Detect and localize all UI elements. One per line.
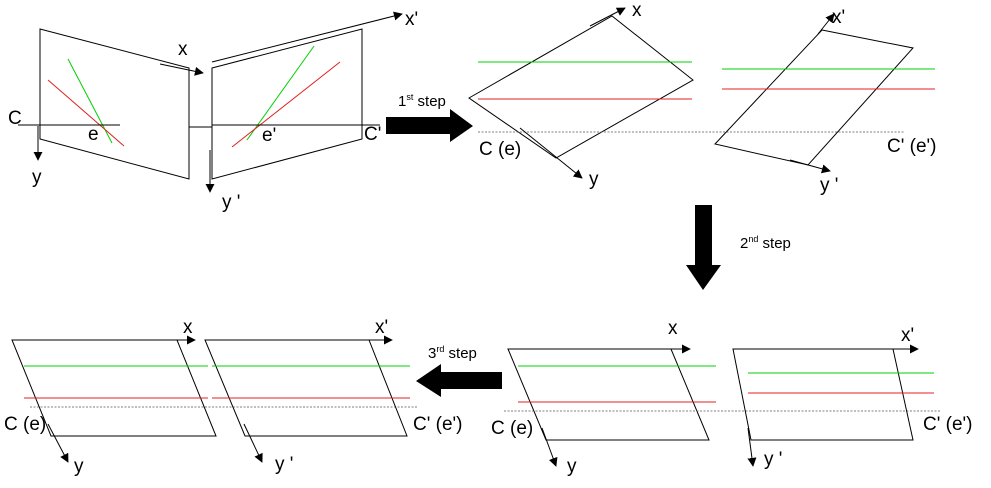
stage3-left-x-label: x <box>183 317 193 338</box>
step1-arrow-shape <box>386 109 473 142</box>
stage0-right-y-label: y ' <box>222 192 240 213</box>
stage2-left-y-label: y <box>567 456 577 477</box>
stage0-left-x-axis <box>159 63 204 76</box>
stage2-right-Ce-label: C' (e') <box>923 414 972 435</box>
stage0-right-e-label: e' <box>262 125 276 146</box>
stage3-right-Ce-label: C' (e') <box>413 414 462 435</box>
stage1-left-image-plane <box>468 15 694 159</box>
stage0-right-x-label: x' <box>405 9 418 30</box>
stage2-group: C (e) x y C' (e') x' y ' <box>491 318 972 477</box>
step2-arrow-shape <box>686 205 721 290</box>
stage1-group: C (e) x y C' (e') x' y ' <box>468 0 936 196</box>
stage0-left-image-plane <box>39 28 190 180</box>
step2-arrow: 2nd step <box>686 205 791 290</box>
stage2-right-image-plane <box>732 348 914 441</box>
stage2-left-image-plane <box>507 348 710 441</box>
stage3-left-image-plane <box>11 339 217 437</box>
stage1-left-x-label: x <box>632 0 642 21</box>
stage1-right-x-label: x' <box>832 7 845 28</box>
stage1-right-y-axis <box>789 159 831 174</box>
stage3-group: C (e) x y C' (e') x' y ' <box>4 317 462 477</box>
stage1-left-y-axis <box>519 127 583 179</box>
stage3-right-y-axis <box>243 423 263 463</box>
step3-label: 3rd step <box>428 344 477 362</box>
stage2-right-y-axis <box>747 427 757 467</box>
stage2-right-y-label: y ' <box>764 449 782 470</box>
step1-arrow: 1st step <box>386 92 473 142</box>
stage3-right-x-label: x' <box>375 317 388 338</box>
stage3-right-y-label: y ' <box>275 454 293 475</box>
stage0-left-epipolar-red <box>47 79 125 147</box>
stage0-left-y-label: y <box>32 167 42 188</box>
stage0-left-C-label: C <box>8 108 22 129</box>
stage2-left-y-axis <box>541 427 558 467</box>
stage2-left-x-label: x <box>668 318 678 339</box>
stage2-right-x-label: x' <box>901 325 914 346</box>
stage1-right-x-axis <box>817 13 835 35</box>
stage1-left-Ce-label: C (e) <box>479 139 521 160</box>
stage0-right-epipolar-red <box>231 61 341 148</box>
step3-arrow: 3rd step <box>416 344 502 397</box>
stage1-left-x-axis <box>589 7 626 27</box>
stage0-right-epipolar-green <box>246 45 315 141</box>
stage0-group: C e x y C' e' x' y ' <box>8 9 418 213</box>
stage0-right-C-label: C' <box>364 124 381 145</box>
step3-arrow-shape <box>416 364 502 397</box>
stage3-left-y-label: y <box>74 456 84 477</box>
step2-label: 2nd step <box>740 234 791 252</box>
stage1-right-image-plane <box>714 29 914 166</box>
stage1-left-y-label: y <box>589 169 599 190</box>
stage3-right-image-plane <box>204 339 408 437</box>
stage0-left-e-label: e <box>88 124 99 145</box>
stage2-left-Ce-label: C (e) <box>491 418 533 439</box>
stage1-right-y-label: y ' <box>820 175 838 196</box>
stage3-left-y-axis <box>47 423 69 463</box>
step1-label: 1st step <box>398 92 446 110</box>
stage0-right-x-axis <box>211 11 403 63</box>
stage3-left-Ce-label: C (e) <box>4 414 46 435</box>
stage1-right-Ce-label: C' (e') <box>887 136 936 157</box>
stage0-left-x-label: x <box>178 39 188 60</box>
stage0-right-image-plane <box>211 28 363 180</box>
